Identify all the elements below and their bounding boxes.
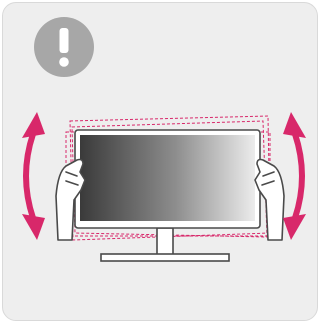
exclamation-dot [59, 57, 69, 67]
left-tilt-arrow-icon [22, 112, 45, 240]
exclamation-icon [34, 17, 94, 77]
stand-base [100, 253, 230, 262]
exclamation-bar [59, 28, 69, 53]
monitor [74, 129, 261, 229]
right-hand-icon [254, 158, 285, 241]
monitor-screen [80, 135, 255, 221]
right-tilt-arrow-icon [283, 112, 306, 240]
left-hand-icon [55, 158, 86, 241]
stand-neck [156, 227, 174, 256]
monitor-stand [100, 227, 230, 262]
tilt-outline-down [71, 120, 268, 238]
